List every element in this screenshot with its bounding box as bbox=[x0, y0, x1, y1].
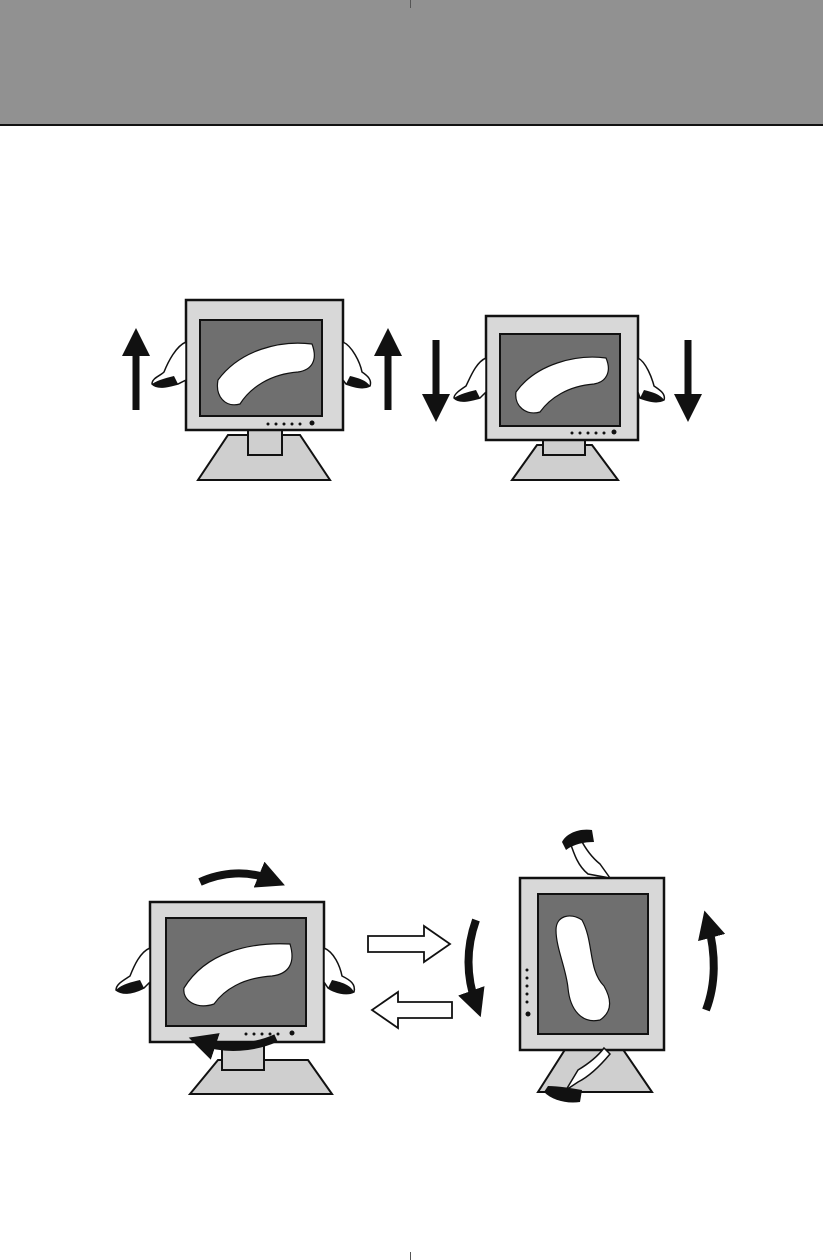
monitor-lowered bbox=[454, 316, 664, 480]
height-adjust-figure bbox=[0, 280, 823, 495]
crop-mark-bottom bbox=[410, 1252, 411, 1260]
curved-arrow-right bbox=[200, 873, 272, 882]
hollow-arrow-left bbox=[372, 992, 452, 1028]
swivel-pivot-figure bbox=[0, 820, 823, 1120]
monitor-landscape bbox=[116, 902, 354, 1094]
curved-arrow-up bbox=[706, 924, 714, 1010]
monitor-portrait bbox=[520, 830, 664, 1103]
crop-mark-top bbox=[410, 0, 411, 8]
curved-arrow-down bbox=[469, 920, 477, 1004]
hollow-arrow-right bbox=[368, 926, 450, 962]
header-band bbox=[0, 0, 823, 126]
monitor-raised bbox=[152, 300, 371, 480]
